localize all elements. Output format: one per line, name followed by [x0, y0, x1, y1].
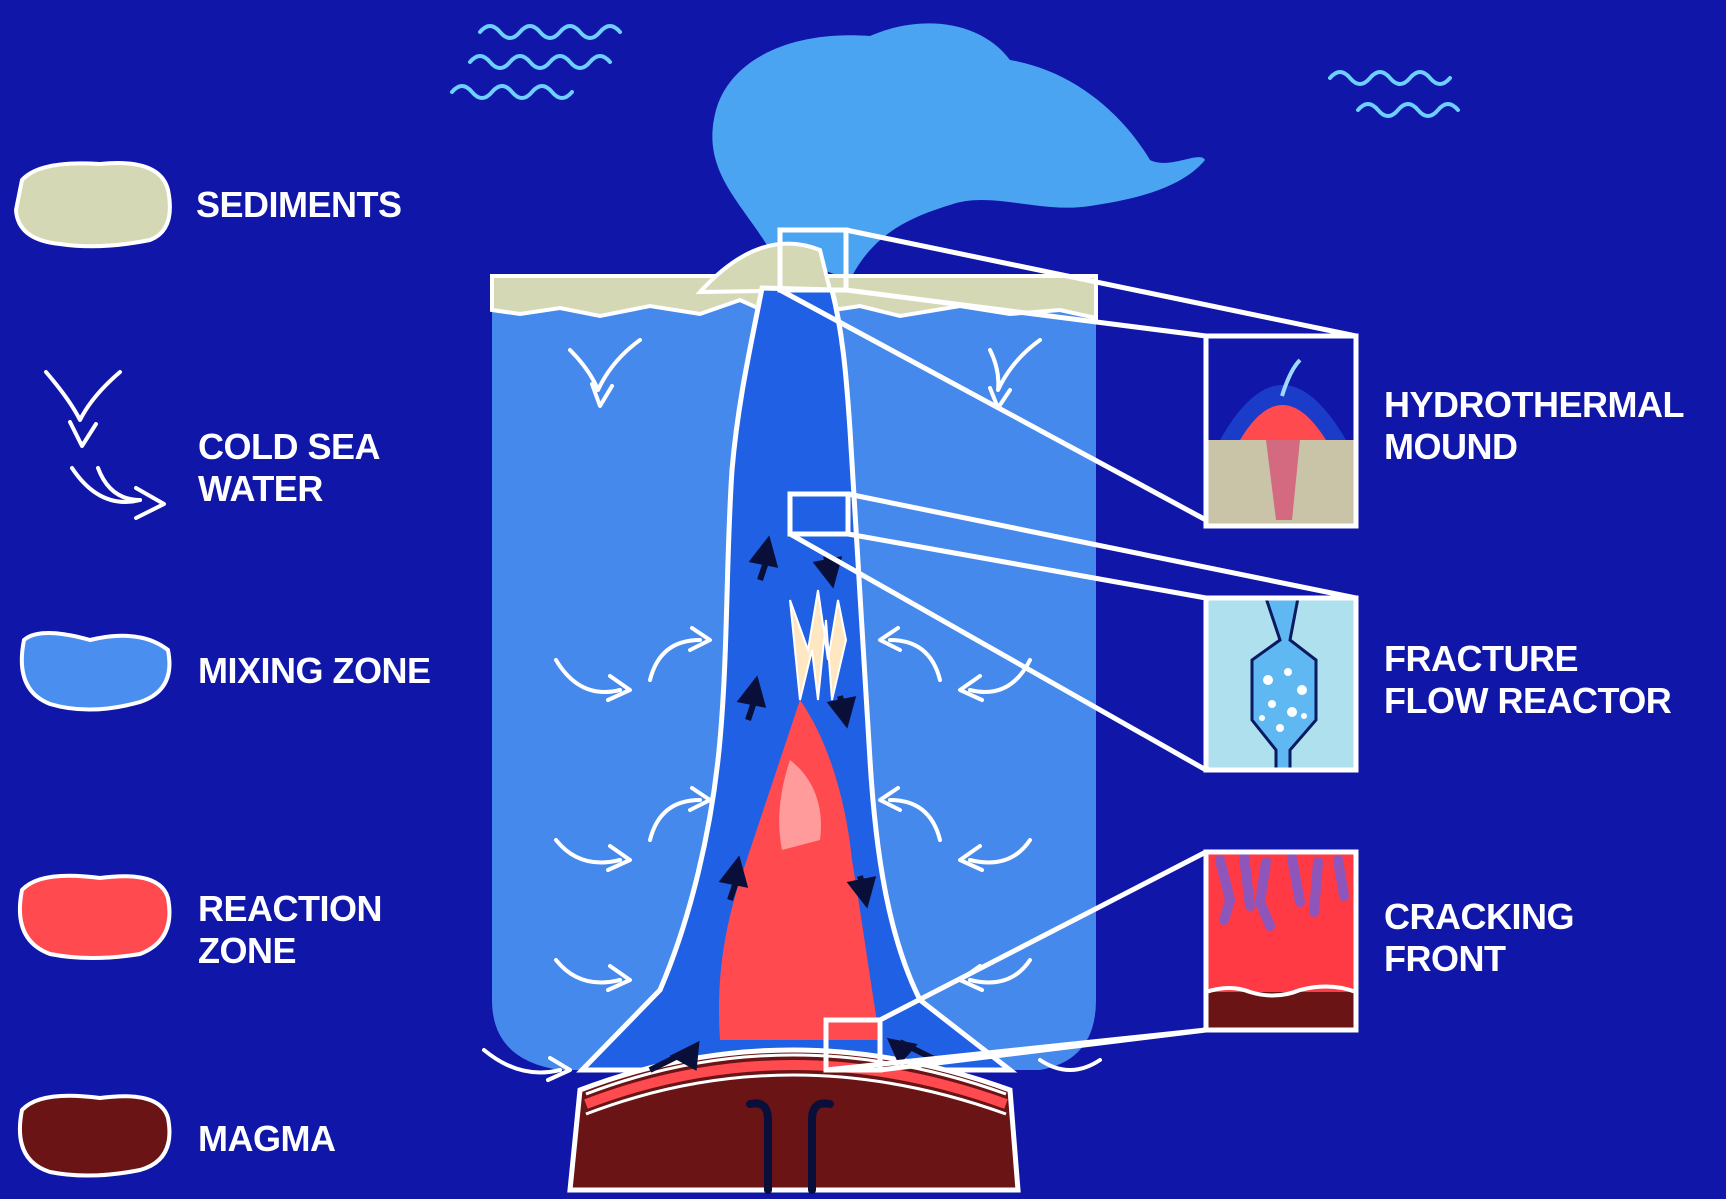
legend-label-reaction-zone: REACTION ZONE	[198, 888, 382, 972]
fracture-flow-reactor-inset	[1206, 598, 1356, 770]
hydrothermal-mound-inset	[1206, 336, 1356, 526]
callout-label-cracking-front: CRACKING FRONT	[1384, 896, 1574, 980]
magma-chamber	[570, 1050, 1018, 1190]
legend-label-sediments: SEDIMENTS	[196, 184, 402, 226]
legend-label-mixing-zone: MIXING ZONE	[198, 650, 431, 692]
reaction-zone-swatch	[20, 876, 170, 958]
legend-label-magma: MAGMA	[198, 1118, 335, 1160]
callout-label-hydrothermal-mound: HYDROTHERMAL MOUND	[1384, 384, 1684, 468]
magma-swatch	[20, 1096, 170, 1176]
callout-label-fracture-flow-reactor: FRACTURE FLOW REACTOR	[1384, 638, 1671, 722]
cracking-front-inset	[1206, 852, 1356, 1030]
mixing-zone-swatch	[22, 633, 170, 710]
legend-label-cold-sea-water: COLD SEA WATER	[198, 426, 380, 510]
sediments-swatch	[16, 163, 170, 246]
